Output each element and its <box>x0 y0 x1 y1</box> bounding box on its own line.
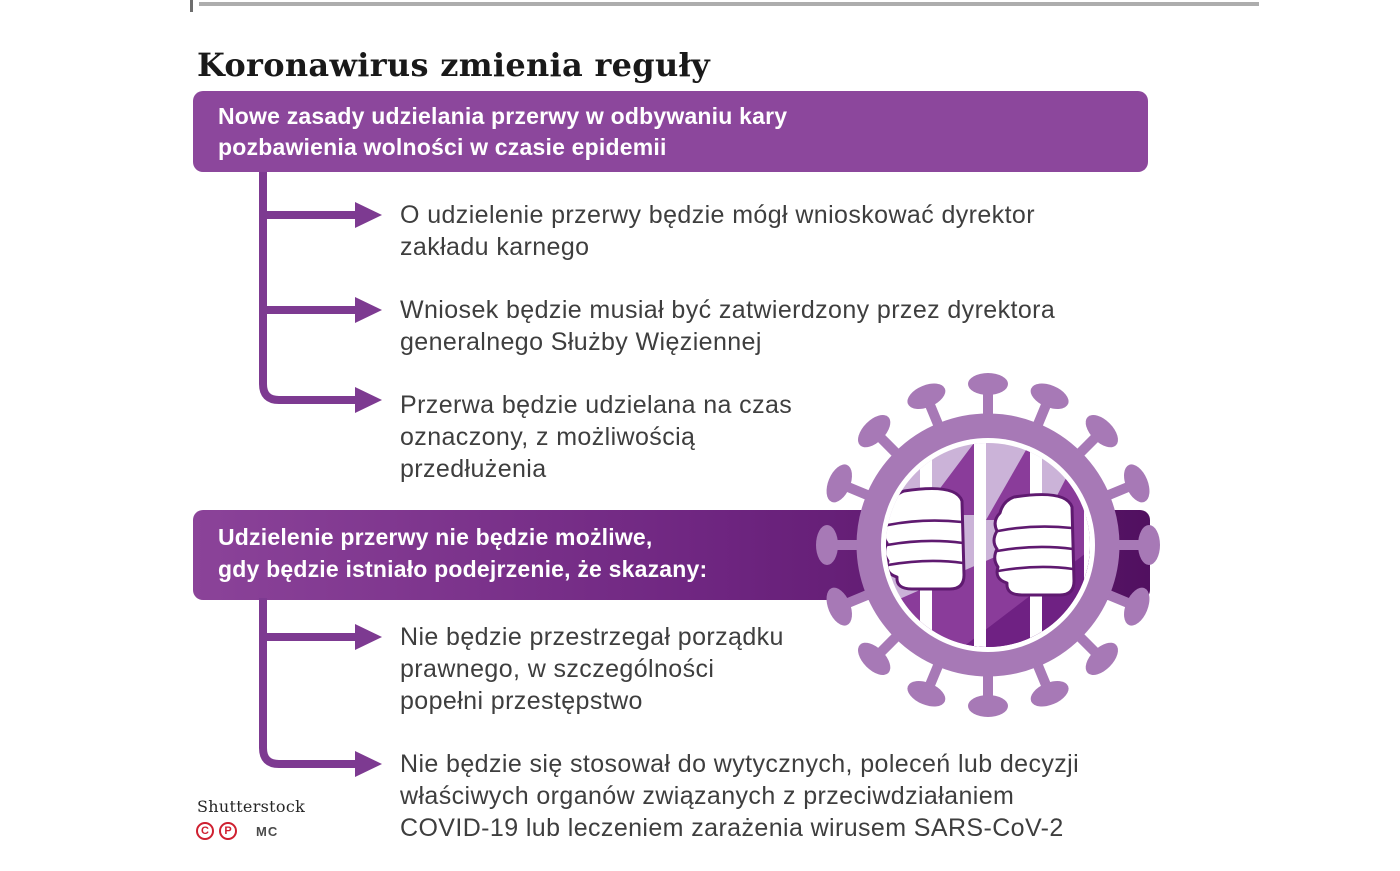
arrowhead-icon <box>355 297 382 323</box>
page-title: Koronawirus zmienia reguły <box>197 46 711 85</box>
rule-item-3: Przerwa będzie udzielana na czas oznaczo… <box>400 391 793 483</box>
arrowhead-icon <box>355 387 382 413</box>
banner-new-rules: Nowe zasady udzielania przerwy w odbywan… <box>193 91 1148 172</box>
connector-spine <box>259 170 357 404</box>
top-rule <box>199 2 1259 6</box>
flow-connector-first-group <box>259 170 382 413</box>
exclusion-item-1: Nie będzie przestrzegał porządku prawneg… <box>400 623 784 715</box>
fist-right-icon <box>992 493 1076 597</box>
copyright-icon: C <box>196 822 214 840</box>
prison-scene <box>886 443 1090 647</box>
arrowhead-icon <box>355 202 382 228</box>
author-initials: MC <box>256 823 279 839</box>
rule-item-1: O udzielenie przerwy będzie mógł wniosko… <box>400 201 1035 261</box>
coronavirus-prison-icon <box>816 373 1160 717</box>
license-marks: C P MC <box>196 822 278 840</box>
fist-left-icon <box>886 487 966 591</box>
source-credit: Shutterstock <box>197 797 306 816</box>
banner-exclusions-text: Udzielenie przerwy nie będzie możliwe, g… <box>218 524 708 582</box>
rule-item-2: Wniosek będzie musiał być zatwierdzony p… <box>400 296 1056 356</box>
phonogram-icon: P <box>219 822 237 840</box>
virus-body-ring <box>856 413 1120 677</box>
exclusion-item-2: Nie będzie się stosował do wytycznych, p… <box>400 750 1080 842</box>
flow-connector-second-group <box>259 598 382 777</box>
arrowhead-icon <box>355 624 382 650</box>
banner-new-rules-text: Nowe zasady udzielania przerwy w odbywan… <box>218 103 788 160</box>
connector-spine <box>259 598 357 768</box>
arrowhead-icon <box>355 751 382 777</box>
left-tick-mark <box>190 0 193 12</box>
